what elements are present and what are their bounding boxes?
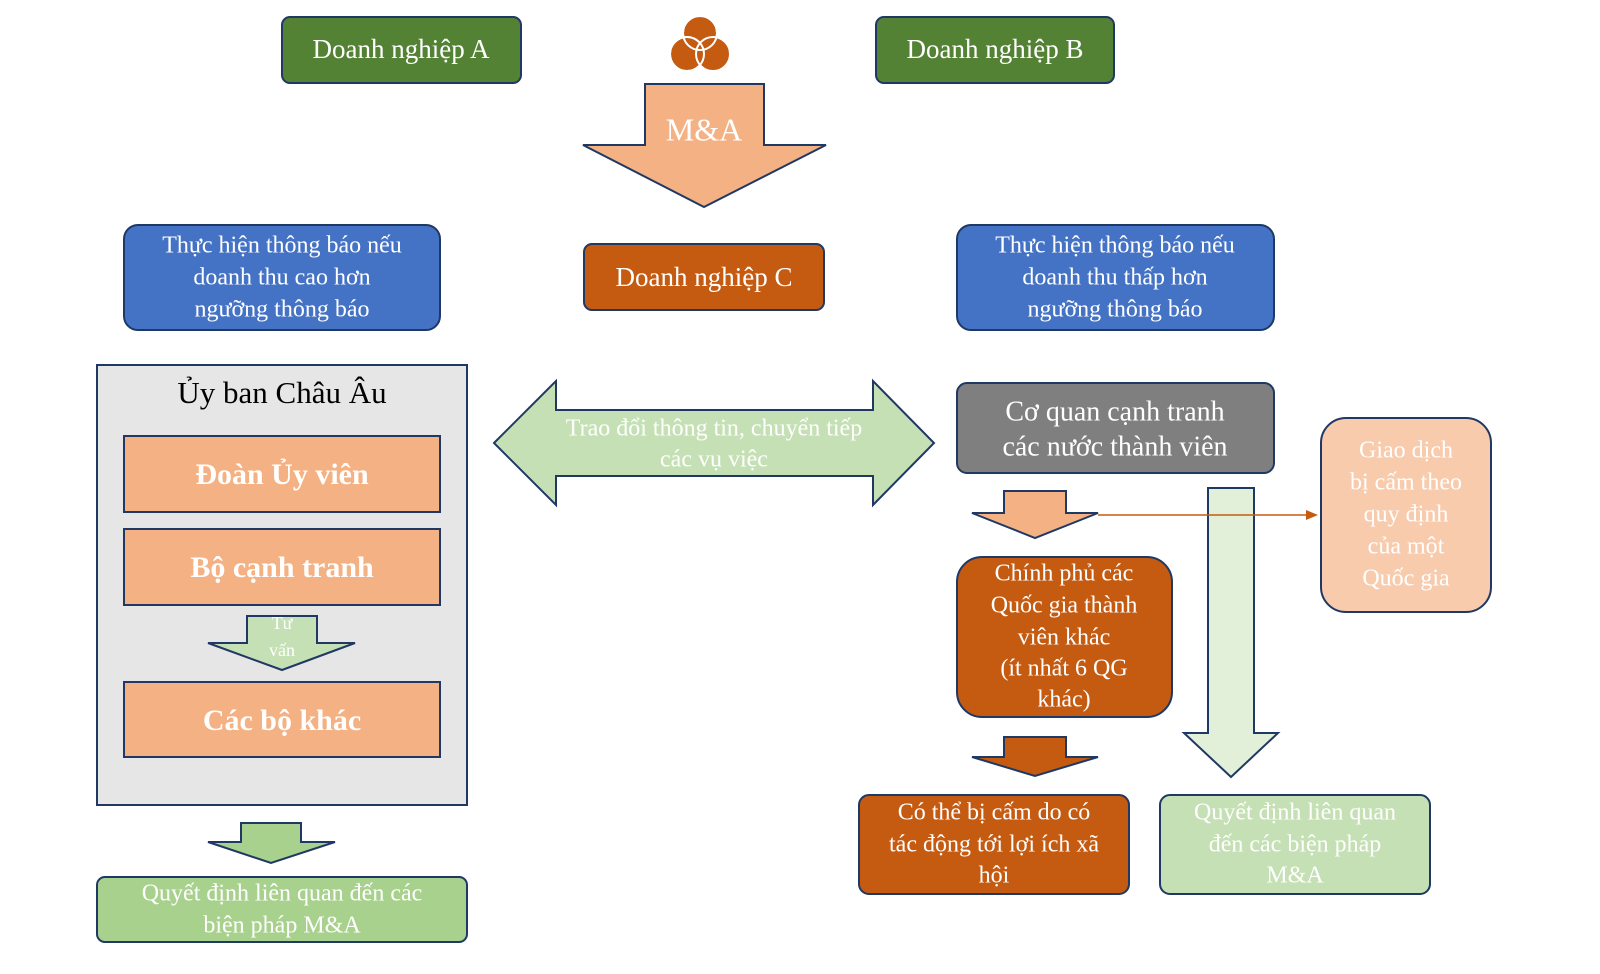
down-arrow-to-governments xyxy=(971,490,1099,540)
notify-high-line: ngưỡng thông báo xyxy=(194,297,369,323)
national-authorities-line: các nước thành viên xyxy=(1002,431,1227,462)
exchange-double-arrow: Trao đổi thông tin, chuyển tiếp các vụ v… xyxy=(492,378,936,508)
may-ban-line: hội xyxy=(979,863,1010,889)
company-b-box: Doanh nghiệp B xyxy=(875,16,1115,84)
company-c-label: Doanh nghiệp C xyxy=(616,262,793,292)
other-governments-box: Chính phủ các Quốc gia thành viên khác (… xyxy=(956,556,1173,718)
competition-dg-label: Bộ cạnh tranh xyxy=(190,551,374,584)
prohibited-line: Quốc gia xyxy=(1362,566,1450,592)
commissioners-label: Đoàn Ủy viên xyxy=(195,458,369,491)
national-authorities-box: Cơ quan cạnh tranh các nước thành viên xyxy=(956,382,1275,474)
may-ban-line: tác động tới lợi ích xã xyxy=(889,832,1099,858)
three-circles-icon xyxy=(669,15,731,72)
prohibited-line: bị cấm theo xyxy=(1350,470,1462,496)
exchange-label: các vụ việc xyxy=(660,447,768,473)
other-departments-label: Các bộ khác xyxy=(203,704,361,737)
prohibited-line: Giao dịch xyxy=(1359,438,1453,464)
decision-right-line: Quyết định liên quan xyxy=(1194,800,1396,826)
advise-label: vấn xyxy=(269,640,295,660)
notify-low-line: ngưỡng thông báo xyxy=(1027,297,1202,323)
other-governments-line: Chính phủ các xyxy=(995,561,1134,587)
decision-left-line: biện pháp M&A xyxy=(203,913,361,939)
eu-commission-title: Ủy ban Châu Âu xyxy=(177,375,386,410)
merger-arrow: M&A xyxy=(582,83,827,209)
decision-right-line: M&A xyxy=(1266,863,1324,889)
eu-commission-panel: Ủy ban Châu Âu Đoàn Ủy viên Bộ cạnh tran… xyxy=(96,364,468,806)
decision-left-line: Quyết định liên quan đến các xyxy=(142,881,423,907)
exchange-label: Trao đổi thông tin, chuyển tiếp xyxy=(566,416,862,442)
advise-label: Tư xyxy=(272,613,294,633)
notify-high-line: Thực hiện thông báo nếu xyxy=(162,233,402,259)
merger-label: M&A xyxy=(666,111,742,147)
company-a-box: Doanh nghiệp A xyxy=(281,16,522,84)
long-down-arrow xyxy=(1181,487,1281,779)
other-governments-line: khác) xyxy=(1037,687,1090,713)
notify-low-line: doanh thu thấp hơn xyxy=(1022,265,1207,291)
notify-high-line: doanh thu cao hơn xyxy=(193,265,370,291)
other-governments-line: viên khác xyxy=(1018,625,1111,651)
prohibited-line: của một xyxy=(1368,534,1445,560)
company-a-label: Doanh nghiệp A xyxy=(313,34,490,64)
other-governments-line: (ít nhất 6 QG xyxy=(1000,656,1127,682)
other-governments-line: Quốc gia thành xyxy=(991,593,1138,619)
notify-low-threshold-box: Thực hiện thông báo nếu doanh thu thấp h… xyxy=(956,224,1275,331)
company-c-box: Doanh nghiệp C xyxy=(583,243,825,311)
down-arrow-to-ban xyxy=(971,736,1099,778)
may-ban-box: Có thể bị cấm do có tác động tới lợi ích… xyxy=(858,794,1130,895)
decision-left-box: Quyết định liên quan đến các biện pháp M… xyxy=(96,876,468,943)
national-authorities-line: Cơ quan cạnh tranh xyxy=(1005,396,1224,427)
decision-right-line: đến các biện pháp xyxy=(1209,832,1382,858)
decision-right-box: Quyết định liên quan đến các biện pháp M… xyxy=(1159,794,1431,895)
down-arrow-to-decision xyxy=(207,822,336,865)
notify-high-threshold-box: Thực hiện thông báo nếu doanh thu cao hơ… xyxy=(123,224,441,331)
prohibited-line: quy định xyxy=(1364,502,1449,528)
prohibited-connector-arrow xyxy=(1098,510,1318,520)
company-b-label: Doanh nghiệp B xyxy=(907,34,1084,64)
national-prohibition-box: Giao dịch bị cấm theo quy định của một Q… xyxy=(1320,417,1492,613)
may-ban-line: Có thể bị cấm do có xyxy=(898,800,1091,826)
advise-arrow xyxy=(207,615,356,672)
notify-low-line: Thực hiện thông báo nếu xyxy=(995,233,1235,259)
